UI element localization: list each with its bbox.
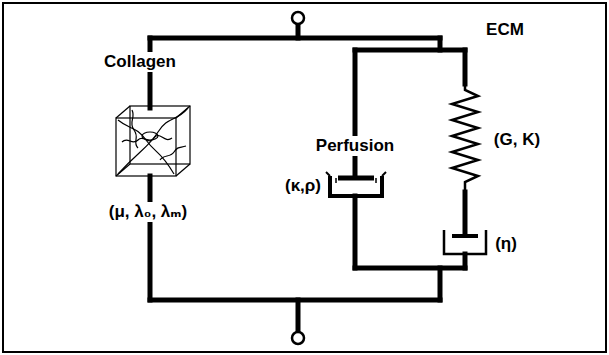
- viscous-dashpot: [444, 230, 486, 254]
- collagen-network-cube: [116, 106, 190, 176]
- parameter-label: (G, K): [492, 130, 542, 151]
- parameter-label: (κ,ρ): [283, 176, 323, 197]
- component-name: Perfusion: [314, 136, 396, 157]
- parameter-label: (η): [493, 234, 519, 255]
- perfusion-dashpot: [326, 172, 386, 196]
- wires: [150, 24, 465, 332]
- parameter-label: (μ, λ₀, λₘ): [107, 202, 189, 223]
- frame: [3, 3, 606, 352]
- component-name: Collagen: [102, 52, 178, 73]
- terminal: [292, 12, 304, 24]
- component-name: ECM: [484, 20, 526, 41]
- terminal: [292, 332, 304, 344]
- spring-symbol: [452, 84, 478, 192]
